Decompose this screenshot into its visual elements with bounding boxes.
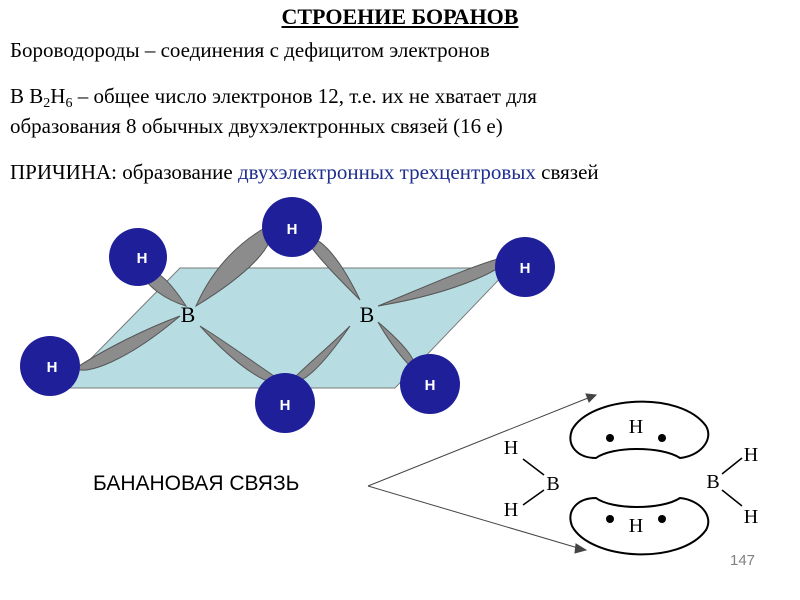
- hydrogen-label: H: [287, 221, 298, 238]
- slide-title: СТРОЕНИЕ БОРАНОВ: [281, 4, 519, 29]
- electron-dot: [606, 515, 614, 523]
- boron-label: B: [360, 302, 375, 327]
- hydrogen-label: H: [137, 250, 148, 267]
- formula-mid: H: [50, 84, 66, 108]
- hydrogen-label: H: [504, 437, 518, 459]
- banana-bond-diagram: H H B H H B H H: [504, 400, 758, 556]
- boron-label: B: [706, 471, 719, 493]
- hydrogen-label: H: [520, 260, 531, 277]
- hydrogen-label: H: [744, 506, 758, 528]
- formula-prefix: В B: [10, 84, 44, 108]
- hydrogen-atom: [20, 336, 80, 396]
- hydrogen-atom: [109, 228, 167, 286]
- banana-arrows: [367, 393, 598, 554]
- electron-dot: [658, 515, 666, 523]
- bond-line: [522, 489, 545, 506]
- hydrogen-label: H: [47, 359, 58, 376]
- formula-sub-2: 6: [65, 96, 73, 111]
- hydrogen-atom: [255, 373, 315, 433]
- text-line-1: Бороводороды – соединения с дефицитом эл…: [10, 38, 490, 62]
- electron-dot: [606, 434, 614, 442]
- hydrogen-label: H: [629, 416, 643, 438]
- page-number: 147: [730, 552, 756, 569]
- text-line-2: В B2H6 – общее число электронов 12, т.е.…: [10, 84, 537, 111]
- hydrogen-atom: [262, 197, 322, 257]
- hydrogen-atom: [495, 237, 555, 297]
- hydrogen-label: H: [425, 377, 436, 394]
- bond-line: [721, 457, 743, 475]
- bond-line: [522, 458, 545, 476]
- hydrogen-label: H: [280, 397, 291, 414]
- hydrogen-label: H: [744, 444, 758, 466]
- boron-label: B: [546, 473, 559, 495]
- electron-dot: [658, 434, 666, 442]
- boron-label: B: [181, 302, 196, 327]
- banana-bond-label: БАНАНОВАЯ СВЯЗЬ: [93, 472, 300, 495]
- formula-sub-1: 2: [43, 96, 51, 111]
- reason-prefix: ПРИЧИНА: образование: [10, 160, 238, 184]
- formula-suffix: – общее число электронов 12, т.е. их не …: [72, 84, 537, 108]
- hydrogen-label: H: [629, 515, 643, 537]
- diborane-3d-model: H H H H H H B B: [20, 197, 555, 433]
- reason-highlight: двухэлектронных трехцентровых: [237, 160, 536, 184]
- banana-bond-upper: [569, 400, 710, 460]
- hydrogen-label: H: [504, 499, 518, 521]
- text-line-4: ПРИЧИНА: образование двухэлектронных тре…: [10, 160, 599, 185]
- text-line-3: образования 8 обычных двухэлектронных св…: [10, 114, 503, 138]
- reason-suffix: связей: [535, 160, 599, 184]
- hydrogen-atom: [400, 354, 460, 414]
- bond-line: [721, 489, 743, 507]
- banana-bond-lower: [569, 496, 710, 556]
